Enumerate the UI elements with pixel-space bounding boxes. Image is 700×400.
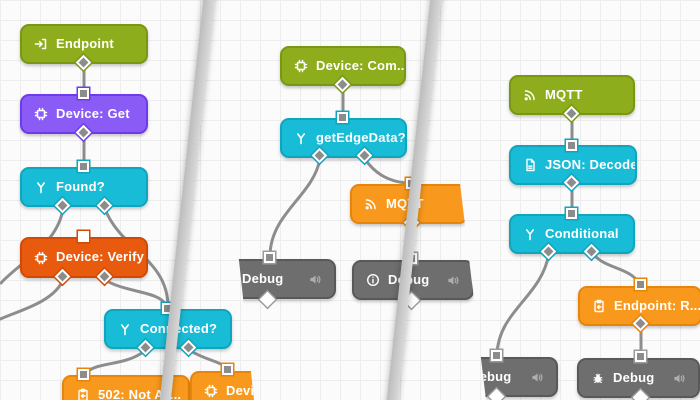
input-port[interactable]	[566, 208, 577, 219]
wire	[103, 278, 168, 307]
chip-icon	[34, 251, 48, 264]
broadcast-icon	[365, 199, 376, 210]
node-label: Conditional	[545, 225, 619, 241]
chip-icon	[204, 384, 218, 398]
node-label: Endpoint: R...	[614, 297, 700, 313]
input-port[interactable]	[78, 231, 89, 242]
node-device-partial[interactable]: Devic...	[190, 371, 274, 400]
node-label: getEdgeData?	[316, 129, 406, 145]
input-port[interactable]	[635, 351, 646, 362]
node-label: Device: Get	[56, 105, 130, 121]
node-label: MQTT	[545, 86, 583, 102]
node-label: Device: Verify	[56, 249, 145, 264]
input-port[interactable]	[264, 252, 275, 263]
node-label: JSON: Decode	[545, 156, 637, 172]
input-port[interactable]	[78, 161, 89, 172]
branch-icon	[526, 229, 534, 241]
chip-icon	[294, 59, 308, 73]
node-found-branch[interactable]: Found?	[20, 167, 148, 207]
broadcast-icon	[524, 90, 535, 101]
bug-icon	[593, 373, 603, 384]
node-label: Devic...	[226, 382, 274, 398]
node-label: Endpoint	[56, 35, 114, 51]
clipboard-reply-icon	[594, 299, 604, 313]
info-icon	[366, 273, 380, 287]
input-port[interactable]	[566, 140, 577, 151]
clipboard-reply-icon	[78, 388, 88, 400]
input-port[interactable]	[491, 350, 502, 361]
input-port[interactable]	[635, 279, 646, 290]
wire	[0, 278, 65, 322]
node-device-verify[interactable]: Device: Verify	[20, 237, 148, 278]
node-get-edge-data-branch[interactable]: getEdgeData?	[280, 118, 407, 158]
wire	[268, 157, 322, 257]
wire	[495, 251, 551, 356]
node-label: Device: Com...	[316, 57, 406, 73]
node-label: Debug	[613, 369, 655, 385]
chip-icon	[34, 107, 48, 121]
speaker-icon	[532, 372, 543, 382]
node-label: Found?	[56, 178, 105, 194]
branch-icon	[297, 133, 305, 145]
node-label: Debug	[242, 270, 284, 286]
node-conditional-branch[interactable]: Conditional	[509, 214, 635, 254]
wire	[590, 251, 641, 285]
wire	[363, 157, 409, 185]
endpoint-arrow-icon	[34, 38, 47, 50]
input-port[interactable]	[222, 364, 233, 375]
speaker-icon	[674, 373, 685, 383]
input-port[interactable]	[337, 112, 348, 123]
input-port[interactable]	[78, 88, 89, 99]
wire	[84, 348, 148, 375]
input-port[interactable]	[78, 369, 89, 380]
document-icon	[526, 158, 535, 172]
branch-icon	[37, 182, 45, 194]
speaker-icon	[448, 275, 459, 285]
speaker-icon	[310, 274, 321, 284]
branch-icon	[121, 324, 129, 336]
